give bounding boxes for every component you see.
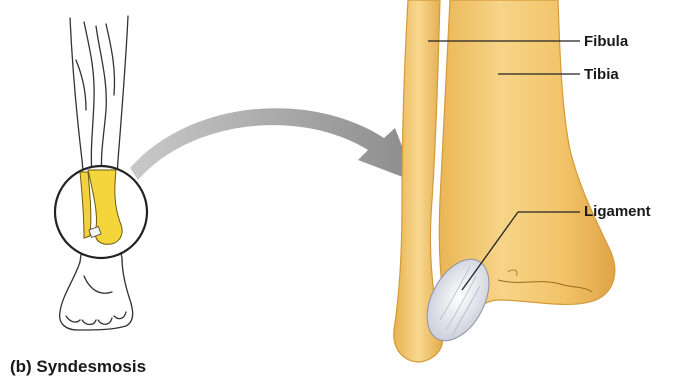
ankle-inset-circle xyxy=(55,166,147,258)
bone-illustration xyxy=(394,0,615,362)
tibia-label: Tibia xyxy=(584,66,619,83)
figure-caption: (b) Syndesmosis xyxy=(10,357,146,377)
magnify-arrow xyxy=(130,108,416,182)
fibula-label: Fibula xyxy=(584,33,628,50)
ligament-label: Ligament xyxy=(584,203,651,220)
